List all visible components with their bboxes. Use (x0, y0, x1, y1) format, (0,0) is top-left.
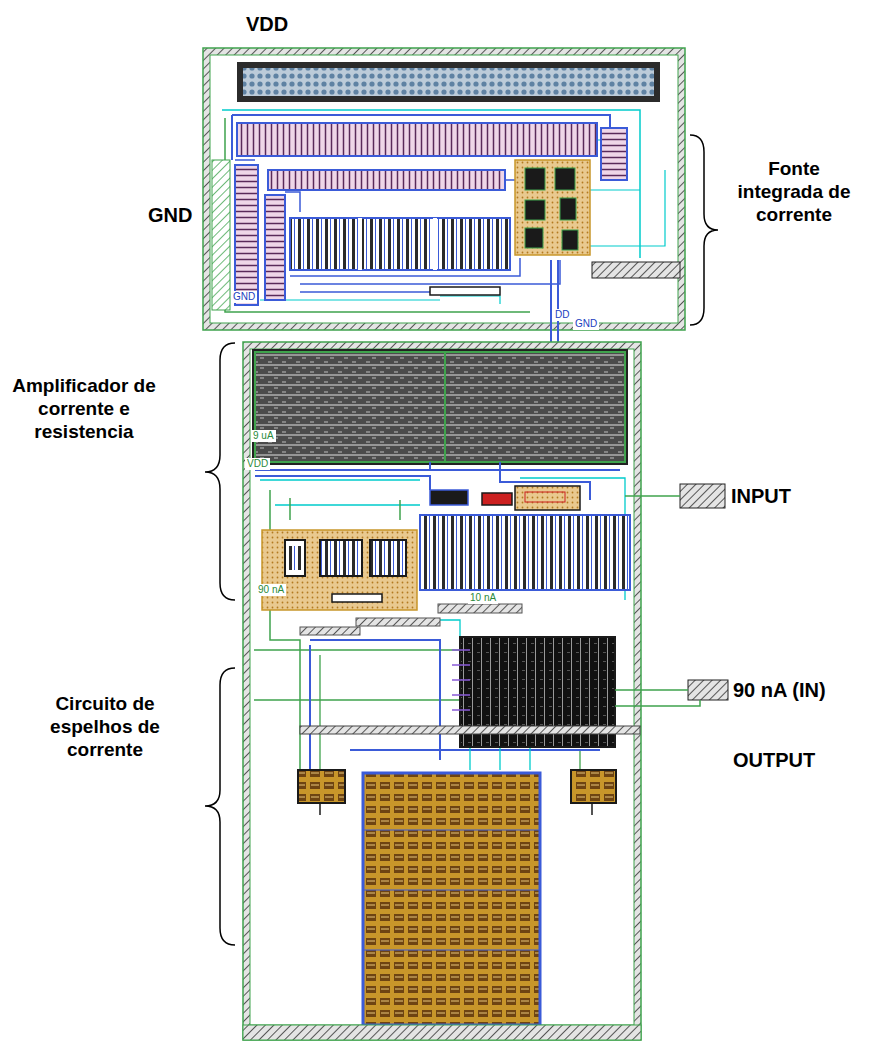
current-source-block (601, 128, 627, 180)
current-source-block (430, 287, 500, 295)
amplifier-and-mirror-block (288, 546, 302, 570)
amplifier-and-mirror-block (525, 492, 565, 502)
amplifier-and-mirror-block (243, 1025, 641, 1040)
net-label: VDD (245, 458, 270, 470)
amplifier-and-mirror-block (300, 726, 640, 734)
current-source-block (290, 218, 510, 270)
amplifier-and-mirror-block (285, 540, 305, 576)
amplifier-and-mirror-block (370, 540, 406, 576)
amplifier-and-mirror-block (591, 803, 593, 815)
current-source-block (237, 62, 660, 102)
net-label: GND (231, 291, 257, 303)
current-source-block (433, 218, 437, 270)
bias-wire (615, 690, 700, 706)
amplifier-and-mirror-block (298, 770, 345, 803)
current-source-block (265, 195, 285, 300)
amplifier-and-mirror-block (571, 770, 616, 803)
amplifier-and-mirror-block (356, 618, 440, 626)
current-source-block (232, 115, 610, 160)
brace (690, 135, 718, 325)
amplifier-and-mirror-block (430, 490, 468, 505)
input-pad (680, 484, 725, 508)
amplifier-and-mirror-block (332, 594, 382, 602)
amplifier-and-mirror-block (363, 773, 540, 1025)
amplifier-and-mirror-block (250, 349, 634, 1025)
input-wire (625, 495, 680, 497)
current-label: 10 nA (468, 592, 498, 604)
amplifier-and-mirror-block (253, 350, 627, 464)
amplifier-and-mirror-block (243, 342, 641, 1040)
supply-wire (551, 260, 558, 346)
current-source-block (555, 168, 575, 190)
current-source-block (358, 218, 362, 270)
amplifier-and-mirror-block (452, 650, 470, 710)
current-source-block (515, 160, 590, 255)
current-source-block (212, 160, 230, 310)
amplifier-and-mirror-block (482, 493, 512, 505)
current-label: 90 nA (256, 584, 286, 596)
bias-pad (688, 680, 728, 700)
amplifier-and-mirror-block (438, 604, 522, 613)
amplifier-and-mirror-block (420, 515, 630, 590)
amplifier-and-mirror-block (243, 342, 641, 1040)
current-source-block (525, 228, 543, 248)
net-label: DD (553, 309, 571, 321)
block-label: Amplificador de corrente e resistencia (4, 375, 164, 443)
amplifier-and-mirror-block (262, 530, 417, 610)
current-source-block (203, 48, 685, 330)
net-label: GND (573, 318, 599, 330)
block-label: Fonte integrada de corrente (724, 158, 864, 226)
current-source-block (235, 165, 258, 305)
brace (205, 343, 235, 600)
current-source-block (592, 262, 680, 278)
amplifier-and-mirror-block (255, 352, 445, 462)
pin-label: OUTPUT (733, 748, 815, 772)
current-source-block (525, 200, 545, 220)
amplifier-and-mirror-block (320, 540, 362, 576)
amplifier-and-mirror-block (445, 352, 625, 462)
current-source-block (260, 296, 500, 304)
current-source-block (243, 68, 654, 96)
current-source-block (562, 230, 578, 250)
current-source-block (525, 168, 545, 190)
pin-label: 90 nA (IN) (733, 678, 826, 702)
current-source-block (210, 55, 678, 323)
amplifier-and-mirror-block (319, 803, 321, 815)
brace (205, 668, 235, 945)
current-source-block (203, 48, 685, 330)
pin-label: INPUT (731, 484, 791, 508)
ground-label: GND (148, 203, 192, 227)
supply-label: VDD (246, 12, 288, 36)
amplifier-and-mirror-block (300, 627, 360, 635)
block-label: Circuito de espelhos de corrente (30, 693, 180, 761)
amplifier-and-mirror-block (363, 830, 540, 950)
current-source-block (268, 170, 505, 190)
amplifier-and-mirror-block (515, 486, 580, 510)
current-label: 9 uA (251, 430, 276, 442)
current-source-block (560, 198, 576, 220)
current-source-block (237, 123, 597, 156)
